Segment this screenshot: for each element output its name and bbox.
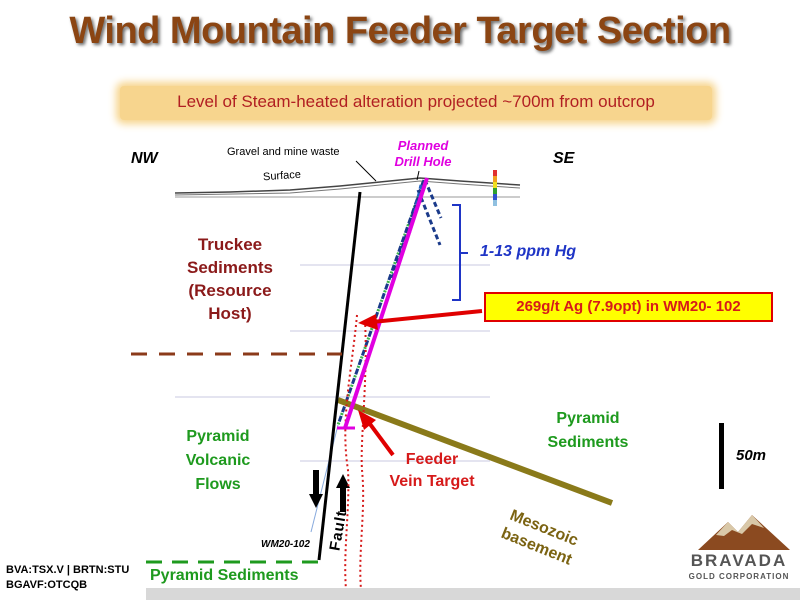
banner-background: [120, 86, 712, 120]
bottom-strip: [146, 588, 800, 600]
logo-name: BRAVADA: [690, 551, 788, 570]
assay-callout-text: 269g/t Ag (7.9opt) in WM20- 102: [516, 298, 741, 315]
mesozoic-contact: [336, 397, 614, 506]
hole-label: WM20-102: [261, 539, 310, 550]
pyramid-sediments-right-label: Pyramid Sediments: [547, 410, 629, 451]
grid-lines: [175, 264, 490, 462]
banner-text: Level of Steam-heated alteration project…: [177, 92, 655, 111]
logo-mountain-icon: [698, 515, 790, 550]
scale-label: 50m: [736, 447, 767, 464]
scale-bar: [719, 423, 724, 489]
direction-se: SE: [553, 150, 575, 167]
page-title: Wind Mountain Feeder Target Section: [69, 10, 731, 52]
feeder-arrow: [365, 418, 395, 457]
fault-line: [317, 191, 362, 561]
planned-drill-hole-label: Planned Drill Hole: [394, 138, 452, 169]
gravel-pointer: [355, 160, 377, 182]
logo-subtitle: GOLD CORPORATION: [688, 572, 790, 581]
assay-callout-box: [484, 292, 773, 322]
ticker-symbols: BVA:TSX.V | BRTN:STU BGAVF:OTCQB: [6, 564, 130, 591]
feeder-vein: [344, 314, 367, 591]
mini-legend: [493, 170, 497, 206]
direction-nw: NW: [131, 150, 158, 167]
drill-hole-pointer: [416, 170, 420, 181]
pyramid-sediments-bottom-label: Pyramid Sediments: [150, 567, 299, 584]
planned-drill-hole-line: [343, 177, 429, 429]
hg-bracket: [452, 204, 461, 301]
existing-drill-holes: [336, 179, 443, 426]
gravel-label: Gravel and mine waste: [227, 146, 340, 158]
callout-arrow: [371, 309, 483, 324]
feeder-vein-label: Feeder Vein Target: [389, 451, 475, 490]
fault-arrows: [309, 470, 350, 512]
truckee-sediments-label: Truckee Sediments (Resource Host): [187, 235, 273, 323]
surface-topography: [174, 177, 521, 198]
pyramid-volcanic-label: Pyramid Volcanic Flows: [185, 428, 251, 493]
hg-label: 1-13 ppm Hg: [480, 243, 577, 260]
